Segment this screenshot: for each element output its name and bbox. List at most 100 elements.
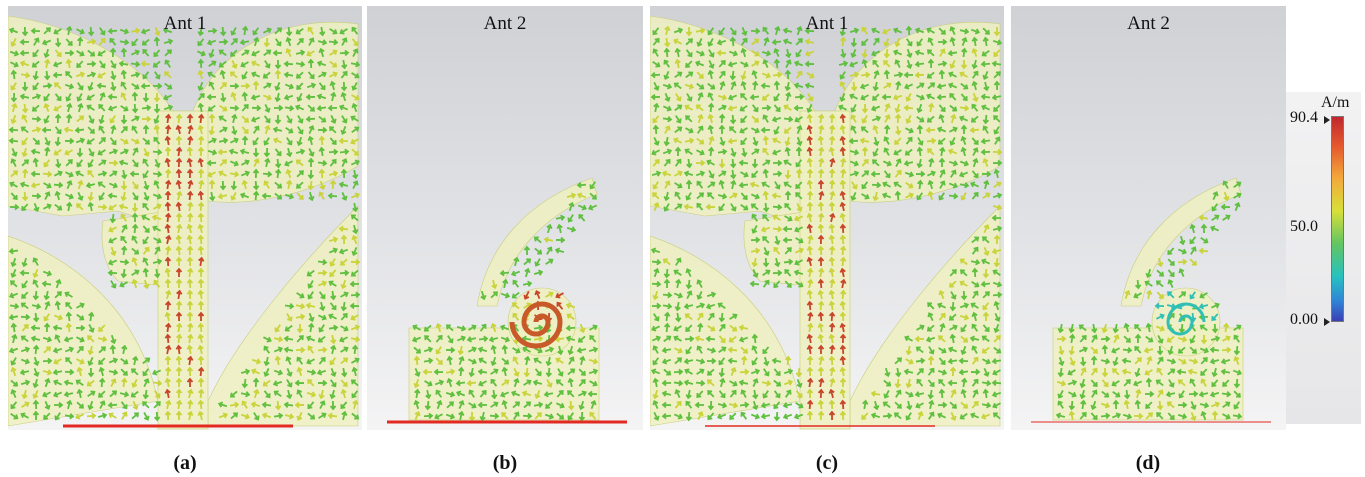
current-arrow bbox=[286, 137, 293, 146]
current-arrow bbox=[893, 71, 904, 78]
current-arrow bbox=[164, 355, 172, 366]
current-arrow bbox=[806, 355, 814, 366]
current-arrow bbox=[1200, 334, 1208, 345]
current-arrow bbox=[772, 203, 783, 211]
current-arrow bbox=[197, 212, 205, 223]
current-arrow bbox=[695, 379, 706, 387]
current-arrow bbox=[98, 346, 106, 354]
current-arrow bbox=[8, 248, 19, 255]
current-arrow bbox=[696, 290, 703, 300]
current-arrow bbox=[197, 234, 204, 245]
current-arrow bbox=[187, 322, 194, 333]
current-arrow bbox=[1177, 248, 1187, 255]
current-arrow bbox=[9, 203, 20, 211]
current-arrow bbox=[829, 124, 836, 135]
current-arrow bbox=[175, 234, 182, 245]
current-arrow bbox=[839, 333, 847, 344]
current-arrow bbox=[818, 157, 825, 168]
current-arrow bbox=[340, 291, 349, 298]
current-arrow bbox=[329, 269, 337, 278]
current-arrow bbox=[107, 401, 118, 409]
current-arrow bbox=[772, 225, 783, 233]
current-arrow bbox=[352, 224, 359, 235]
current-arrow bbox=[555, 292, 564, 299]
current-arrow bbox=[882, 412, 893, 419]
current-arrows bbox=[650, 25, 1003, 422]
current-arrow bbox=[218, 115, 227, 122]
current-arrow bbox=[76, 50, 85, 57]
current-arrow bbox=[458, 366, 465, 377]
current-arrow bbox=[980, 138, 991, 145]
current-arrow bbox=[274, 114, 282, 125]
current-arrow bbox=[729, 313, 738, 320]
current-arrow bbox=[695, 302, 706, 309]
current-arrow bbox=[674, 400, 682, 409]
current-arrow bbox=[750, 27, 761, 35]
current-arrow bbox=[284, 413, 295, 420]
current-arrow bbox=[839, 81, 846, 90]
current-arrow bbox=[1068, 345, 1075, 356]
current-arrow bbox=[719, 136, 726, 147]
current-arrow bbox=[650, 71, 661, 79]
current-arrow bbox=[86, 94, 95, 101]
current-arrow bbox=[241, 135, 249, 146]
current-arrow bbox=[579, 355, 586, 366]
current-arrow bbox=[109, 47, 117, 58]
current-arrow bbox=[33, 356, 40, 367]
current-arrow bbox=[131, 257, 138, 267]
current-arrow bbox=[718, 104, 727, 111]
current-arrow bbox=[1121, 368, 1132, 375]
current-arrow bbox=[784, 81, 791, 92]
current-arrow bbox=[544, 413, 555, 420]
current-arrow bbox=[727, 105, 738, 112]
current-arrow bbox=[175, 113, 183, 124]
current-arrow bbox=[762, 93, 770, 101]
current-arrow bbox=[685, 38, 694, 46]
current-arrow bbox=[165, 289, 172, 300]
current-arrow bbox=[674, 182, 683, 189]
current-arrow bbox=[588, 358, 599, 365]
current-arrow bbox=[350, 115, 359, 122]
current-arrow bbox=[959, 280, 968, 287]
current-arrow bbox=[741, 26, 748, 37]
current-arrow bbox=[960, 146, 967, 157]
current-arrow bbox=[883, 390, 890, 399]
current-arrow bbox=[850, 104, 857, 113]
current-arrow bbox=[762, 59, 769, 69]
current-arrow bbox=[662, 258, 671, 266]
current-arrow bbox=[818, 146, 825, 157]
current-arrow bbox=[761, 181, 770, 188]
current-arrow bbox=[839, 135, 846, 146]
current-arrow bbox=[807, 377, 814, 388]
current-arrow bbox=[295, 27, 304, 35]
current-arrow bbox=[176, 333, 183, 344]
current-arrow bbox=[751, 158, 759, 169]
current-arrow bbox=[44, 191, 51, 200]
current-arrow bbox=[250, 401, 261, 408]
current-arrow bbox=[894, 59, 901, 68]
current-arrow bbox=[828, 333, 835, 344]
current-arrow bbox=[318, 191, 325, 200]
current-arrow bbox=[959, 258, 968, 266]
current-arrow bbox=[915, 170, 926, 178]
current-arrow bbox=[839, 366, 846, 377]
current-arrow bbox=[1200, 357, 1208, 365]
current-arrow bbox=[219, 159, 227, 167]
current-arrow bbox=[532, 379, 543, 386]
current-arrow bbox=[175, 388, 183, 399]
current-arrow bbox=[455, 390, 466, 397]
current-arrow bbox=[991, 391, 1002, 398]
current-arrow bbox=[983, 179, 990, 190]
current-arrow bbox=[784, 169, 792, 180]
current-arrow bbox=[1078, 346, 1088, 353]
current-arrow bbox=[695, 27, 706, 34]
current-arrow bbox=[828, 201, 836, 212]
current-arrow bbox=[663, 158, 671, 167]
current-arrow bbox=[186, 256, 194, 267]
current-arrow bbox=[120, 138, 129, 145]
current-arrow bbox=[970, 115, 979, 123]
current-arrow bbox=[219, 105, 228, 112]
current-arrow bbox=[305, 302, 316, 309]
current-arrow bbox=[31, 126, 42, 133]
current-arrow bbox=[971, 323, 979, 332]
